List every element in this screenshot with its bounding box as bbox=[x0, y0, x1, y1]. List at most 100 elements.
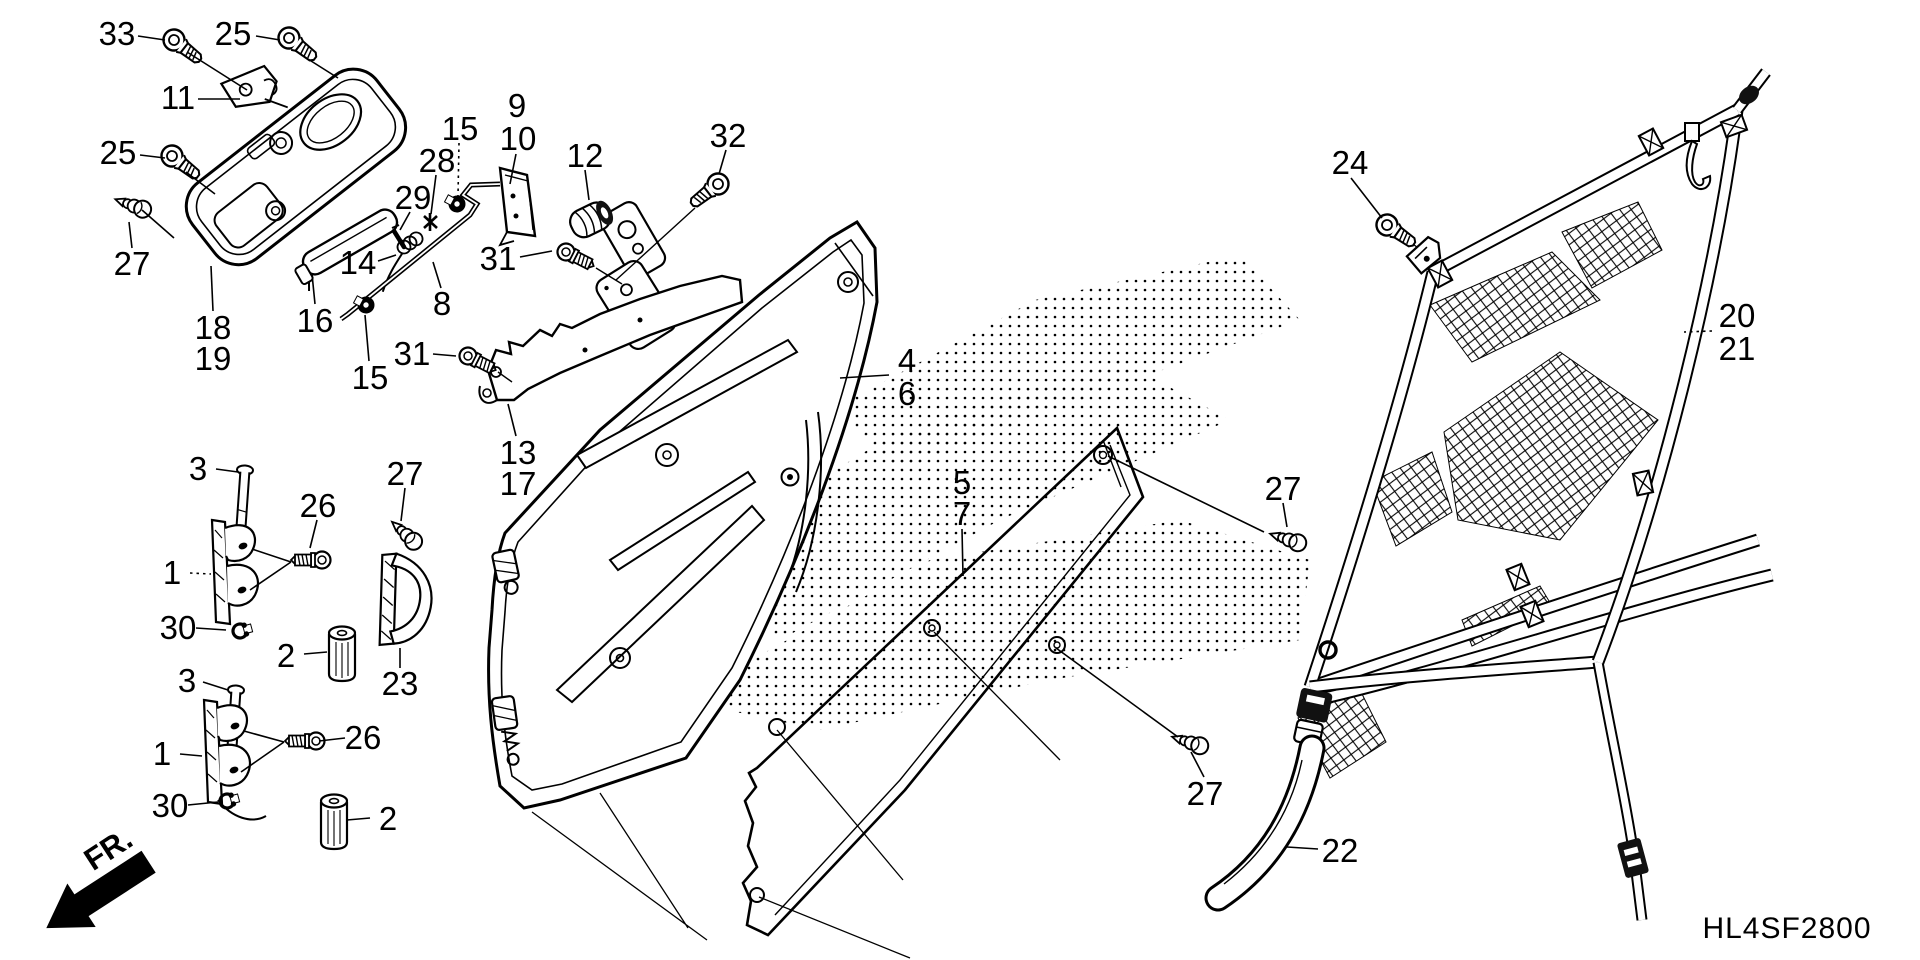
leader-line-30 bbox=[195, 627, 227, 631]
leader-line-26 bbox=[309, 519, 318, 549]
part-label-10-13: 10 bbox=[500, 120, 537, 157]
lock-bracket bbox=[599, 201, 667, 279]
part-label-22-31: 22 bbox=[1322, 832, 1359, 869]
leader-line-28 bbox=[430, 174, 437, 215]
fr-arrow-icon bbox=[46, 850, 156, 929]
leader-line-26 bbox=[251, 548, 292, 563]
lock-cylinder-12 bbox=[569, 200, 614, 239]
part-label-27-26: 27 bbox=[1265, 470, 1302, 507]
part-label-1-40: 1 bbox=[153, 735, 171, 772]
leader-line-32 bbox=[718, 149, 727, 175]
part-label-20-29: 20 bbox=[1719, 297, 1756, 334]
part-label-30-42: 30 bbox=[152, 787, 189, 824]
leader-line-30 bbox=[187, 801, 219, 806]
bolt-26-upper bbox=[289, 550, 332, 570]
clip-27-lower bbox=[1168, 727, 1212, 758]
leader-line-4 bbox=[839, 374, 890, 379]
fr-direction-arrow: FR. bbox=[46, 821, 156, 929]
leader-line-1 bbox=[179, 753, 203, 757]
strap-grommet bbox=[1739, 85, 1759, 105]
part-label-16-7: 16 bbox=[297, 302, 334, 339]
net-hook bbox=[1684, 122, 1712, 191]
leader-line-10 bbox=[509, 153, 517, 185]
snap-ring-30-upper bbox=[229, 619, 256, 642]
latch-11 bbox=[219, 64, 289, 109]
door-handle-16 bbox=[294, 208, 399, 292]
bolt-24 bbox=[1371, 209, 1422, 254]
leader-line-3 bbox=[202, 681, 229, 691]
leader-line-20 bbox=[1683, 330, 1713, 333]
part-label-27-27: 27 bbox=[1187, 775, 1224, 812]
part-label-19-6: 19 bbox=[195, 340, 232, 377]
part-label-25-1: 25 bbox=[215, 15, 252, 52]
latch-9-10 bbox=[498, 166, 537, 247]
part-label-15-19: 15 bbox=[352, 359, 389, 396]
part-label-24-28: 24 bbox=[1332, 144, 1369, 181]
handle-base-panel bbox=[184, 67, 408, 267]
leader-line-26 bbox=[318, 737, 346, 742]
net-bracket bbox=[1405, 235, 1442, 275]
leader-line-2 bbox=[303, 651, 328, 655]
part-label-29-9: 29 bbox=[395, 179, 432, 216]
leader-line-15 bbox=[364, 314, 370, 362]
leader-line-25 bbox=[139, 154, 166, 159]
part-label-14-8: 14 bbox=[340, 244, 377, 281]
part-label-28-10: 28 bbox=[419, 142, 456, 179]
part-label-5-24: 5 bbox=[953, 464, 971, 501]
part-label-11-2: 11 bbox=[161, 79, 195, 116]
part-label-27-37: 27 bbox=[387, 455, 424, 492]
part-label-26-41: 26 bbox=[345, 719, 382, 756]
leader-line-27 bbox=[1107, 455, 1265, 533]
leader-line-25 bbox=[185, 171, 216, 195]
leader-line-26 bbox=[249, 561, 292, 591]
leader-line-27 bbox=[1055, 647, 1179, 738]
part-label-15-11: 15 bbox=[442, 110, 479, 147]
screw-25-top bbox=[273, 22, 323, 68]
part-label-31-16: 31 bbox=[480, 240, 517, 277]
net-straps bbox=[1303, 68, 1774, 921]
leader-line-27 bbox=[400, 487, 406, 522]
leader-line-1 bbox=[189, 572, 212, 575]
leader-line-33 bbox=[137, 35, 166, 41]
screw-33 bbox=[158, 24, 208, 70]
leader-line-8 bbox=[432, 261, 442, 289]
part-label-2-43: 2 bbox=[379, 800, 397, 837]
part-label-7-25: 7 bbox=[953, 495, 971, 532]
tail-buckle bbox=[1617, 838, 1649, 878]
part-label-2-36: 2 bbox=[277, 637, 295, 674]
leader-line-24 bbox=[1350, 177, 1383, 219]
part-label-25-3: 25 bbox=[100, 134, 137, 171]
handle-latch-assembly bbox=[111, 22, 744, 404]
leader-line-27 bbox=[1282, 502, 1288, 528]
part-label-3-39: 3 bbox=[178, 662, 196, 699]
bolt-31-upper bbox=[553, 239, 599, 275]
part-label-32-15: 32 bbox=[710, 117, 747, 154]
leader-line-31 bbox=[519, 250, 553, 258]
leader-line-29 bbox=[399, 211, 411, 231]
part-label-26-33: 26 bbox=[300, 487, 337, 524]
leader-line-33 bbox=[186, 51, 248, 91]
bushing-2-upper bbox=[327, 625, 357, 683]
door-hinge-lug-upper bbox=[491, 548, 520, 595]
leader-line-7 bbox=[961, 528, 964, 577]
door-hinge-lug-lower bbox=[490, 695, 521, 766]
part-label-30-35: 30 bbox=[160, 609, 197, 646]
diagram-code: HL4SF2800 bbox=[1702, 912, 1871, 945]
part-label-12-14: 12 bbox=[567, 137, 604, 174]
leader-line-25 bbox=[255, 35, 281, 41]
leader-line-31 bbox=[432, 353, 457, 357]
part-label-9-12: 9 bbox=[508, 87, 526, 124]
pin-29 bbox=[391, 228, 407, 250]
bushing-2-lower bbox=[319, 793, 349, 851]
leader-line-18 bbox=[210, 265, 214, 312]
bolt-32 bbox=[684, 168, 734, 214]
part-label-23-38: 23 bbox=[382, 665, 419, 702]
part-label-27-4: 27 bbox=[114, 245, 151, 282]
part-label-1-34: 1 bbox=[163, 554, 181, 591]
leader-line-22 bbox=[1286, 846, 1319, 850]
leader-line-2 bbox=[346, 817, 371, 821]
striker-23 bbox=[378, 552, 433, 647]
